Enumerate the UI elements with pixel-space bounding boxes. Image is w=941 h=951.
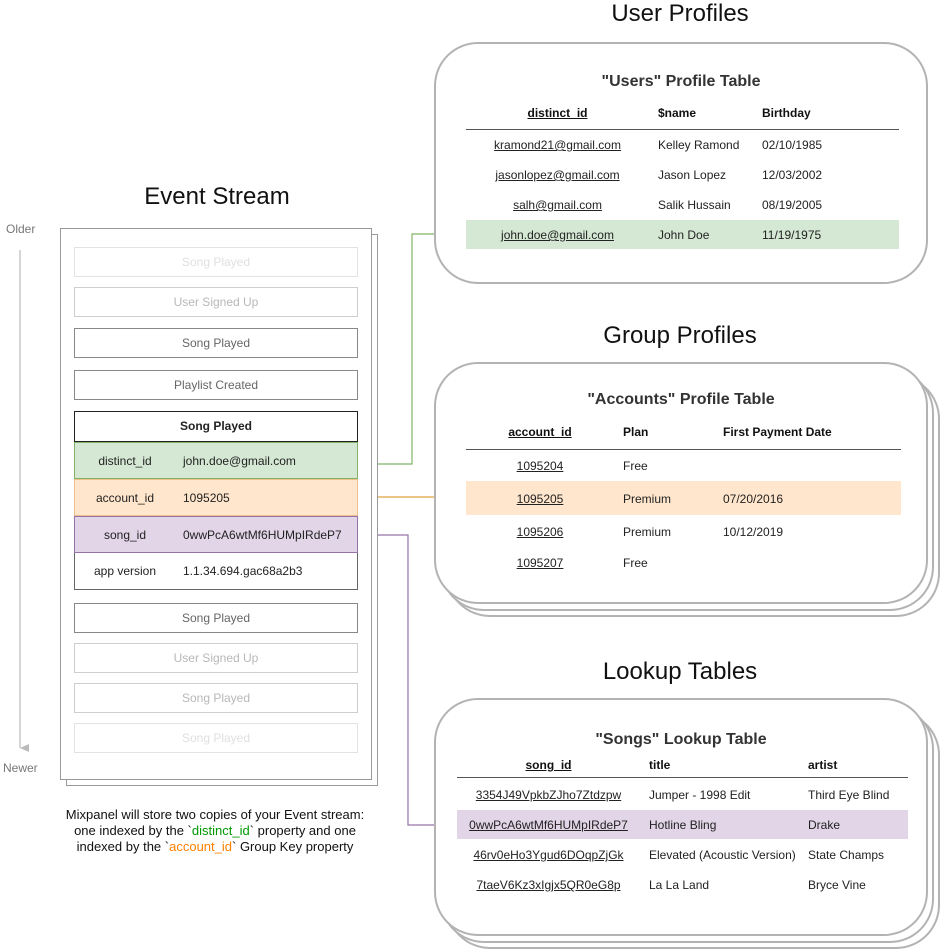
accounts-header-first-payment: First Payment Date <box>723 425 832 439</box>
accounts-table-title: "Accounts" Profile Table <box>587 391 775 408</box>
user-name-cell: John Doe <box>658 228 710 242</box>
account-plan-cell: Free <box>623 556 648 570</box>
property-key: app version <box>93 564 157 578</box>
account-first-payment-cell: 10/12/2019 <box>723 525 784 539</box>
users-table-title: "Users" Profile Table <box>601 73 761 90</box>
lookup-tables-title: Lookup Tables <box>602 658 758 685</box>
song-artist-cell: State Champs <box>808 848 885 862</box>
property-value: 0wwPcA6wtMf6HUMpIRdeP7 <box>183 528 342 542</box>
users-highlight-row <box>466 220 899 249</box>
user-birthday-cell: 02/10/1985 <box>762 138 823 152</box>
caption-line-1: Mixpanel will store two copies of your E… <box>65 807 365 822</box>
property-value: john.doe@gmail.com <box>183 454 296 468</box>
songs-table-title: "Songs" Lookup Table <box>595 731 767 748</box>
songs-header-song-id: song_id <box>525 758 572 772</box>
users-header-birthday: Birthday <box>762 106 811 120</box>
song-title-cell: Jumper - 1998 Edit <box>649 788 751 802</box>
user-name-cell: Salik Hussain <box>658 198 731 212</box>
users-header-divider <box>466 129 899 130</box>
property-key: account_id <box>95 491 155 505</box>
song-artist-cell: Bryce Vine <box>808 878 866 892</box>
song-id-cell[interactable]: 0wwPcA6wtMf6HUMpIRdeP7 <box>469 818 628 832</box>
song-artist-cell: Drake <box>808 818 841 832</box>
user-distinct-id-cell[interactable]: kramond21@gmail.com <box>494 138 621 152</box>
user-name-cell: Kelley Ramond <box>658 138 740 152</box>
property-key: song_id <box>103 528 147 542</box>
account-id-cell[interactable]: 1095204 <box>516 459 564 473</box>
event-item[interactable]: Song Played <box>74 247 358 277</box>
accounts-header-account-id: account_id <box>508 425 572 439</box>
song-id-cell[interactable]: 3354J49VpkbZJho7Ztdzpw <box>475 788 622 802</box>
account-id-cell[interactable]: 1095207 <box>516 556 564 570</box>
property-value: 1095205 <box>183 491 230 505</box>
song-id-connector <box>360 534 456 829</box>
songs-header-artist: artist <box>808 758 838 772</box>
song-id-cell[interactable]: 46rv0eHo3Ygud6DOqpZjGk <box>473 848 624 862</box>
users-header-distinct-id: distinct_id <box>527 106 588 120</box>
account-id-cell[interactable]: 1095205 <box>516 492 564 506</box>
song-artist-cell: Third Eye Blind <box>808 788 890 802</box>
older-label: Older <box>6 222 36 236</box>
selected-event-name[interactable]: Song Played <box>74 411 358 442</box>
property-key: distinct_id <box>98 454 152 468</box>
event-item[interactable]: Song Played <box>74 328 358 358</box>
property-row-song-id: song_id 0wwPcA6wtMf6HUMpIRdeP7 <box>74 516 358 553</box>
songs-highlight-row <box>457 810 908 839</box>
accounts-header-plan: Plan <box>623 425 649 439</box>
user-profiles-title: User Profiles <box>611 0 749 27</box>
user-birthday-cell: 11/19/1975 <box>762 228 822 242</box>
account-id-cell[interactable]: 1095206 <box>516 525 564 539</box>
users-header-name: $name <box>658 106 697 120</box>
event-item[interactable]: Playlist Created <box>74 370 358 400</box>
group-profiles-title: Group Profiles <box>603 322 757 349</box>
event-stream-title: Event Stream <box>144 183 290 210</box>
property-row-account-id: account_id 1095205 <box>74 479 358 516</box>
user-name-cell: Jason Lopez <box>658 168 727 182</box>
user-distinct-id-cell[interactable]: salh@gmail.com <box>513 198 602 212</box>
event-item[interactable]: User Signed Up <box>74 643 358 673</box>
event-item[interactable]: User Signed Up <box>74 287 358 317</box>
caption-line-2: one indexed by the `distinct_id` propert… <box>74 823 356 838</box>
event-item[interactable]: Song Played <box>74 603 358 633</box>
accounts-highlight-row <box>466 481 901 515</box>
songs-header-divider <box>457 777 908 778</box>
account-plan-cell: Free <box>623 459 648 473</box>
song-title-cell: Elevated (Acoustic Version) <box>649 848 796 862</box>
property-value: 1.1.34.694.gac68a2b3 <box>183 564 303 578</box>
user-birthday-cell: 08/19/2005 <box>762 198 823 212</box>
event-item[interactable]: Song Played <box>74 723 358 753</box>
property-row-distinct-id: distinct_id john.doe@gmail.com <box>74 442 358 479</box>
caption-distinct-id-key: distinct_id <box>191 823 250 838</box>
user-distinct-id-cell[interactable]: jasonlopez@gmail.com <box>495 168 620 182</box>
property-row-app-version: app version 1.1.34.694.gac68a2b3 <box>74 553 358 590</box>
caption-account-id-key: account_id <box>169 839 232 854</box>
newer-label: Newer <box>3 761 38 775</box>
user-birthday-cell: 12/03/2002 <box>762 168 823 182</box>
account-plan-cell: Premium <box>623 525 672 539</box>
account-first-payment-cell: 07/20/2016 <box>723 492 784 506</box>
song-title-cell: Hotline Bling <box>649 818 717 832</box>
event-stream-caption: Mixpanel will store two copies of your E… <box>30 807 400 855</box>
songs-header-title: title <box>649 758 671 772</box>
accounts-header-divider <box>466 449 901 450</box>
caption-line-3: indexed by the `account_id` Group Key pr… <box>76 839 354 854</box>
user-distinct-id-cell[interactable]: john.doe@gmail.com <box>501 228 614 242</box>
event-item[interactable]: Song Played <box>74 683 358 713</box>
song-title-cell: La La Land <box>649 878 710 892</box>
account-plan-cell: Premium <box>623 492 672 506</box>
song-id-cell[interactable]: 7taeV6Kz3xIgjx5QR0eG8p <box>476 878 621 892</box>
